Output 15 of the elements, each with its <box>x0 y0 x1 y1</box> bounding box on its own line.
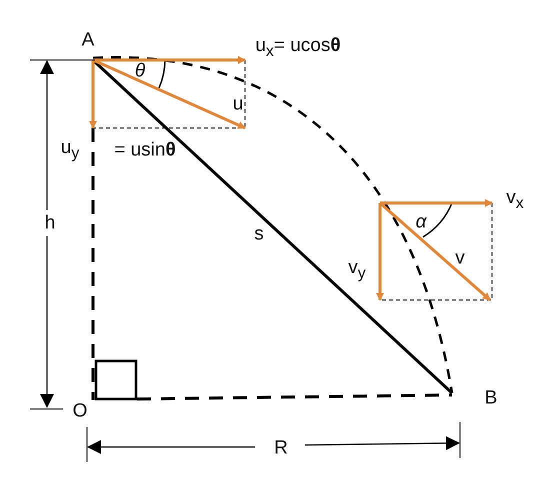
point-label: O <box>72 402 88 420</box>
component-label: v$_{y}$ <box>348 258 366 282</box>
component-label: = usinθ <box>114 140 176 160</box>
point-label: A <box>82 30 94 50</box>
vector-label: v <box>455 248 465 268</box>
component-label: u$_{x}$= ucosθ <box>255 36 341 60</box>
vector-label: u <box>232 94 244 114</box>
angle-label: α <box>416 212 426 232</box>
angle-label: θ <box>134 62 146 80</box>
component-label: u$_{y}$ <box>60 138 80 162</box>
component-label: v$_{x}$ <box>506 188 524 212</box>
dimension-label: R <box>274 438 288 458</box>
line-label: s <box>254 224 264 244</box>
dimension-label: h <box>44 214 56 232</box>
point-label: B <box>484 388 498 408</box>
